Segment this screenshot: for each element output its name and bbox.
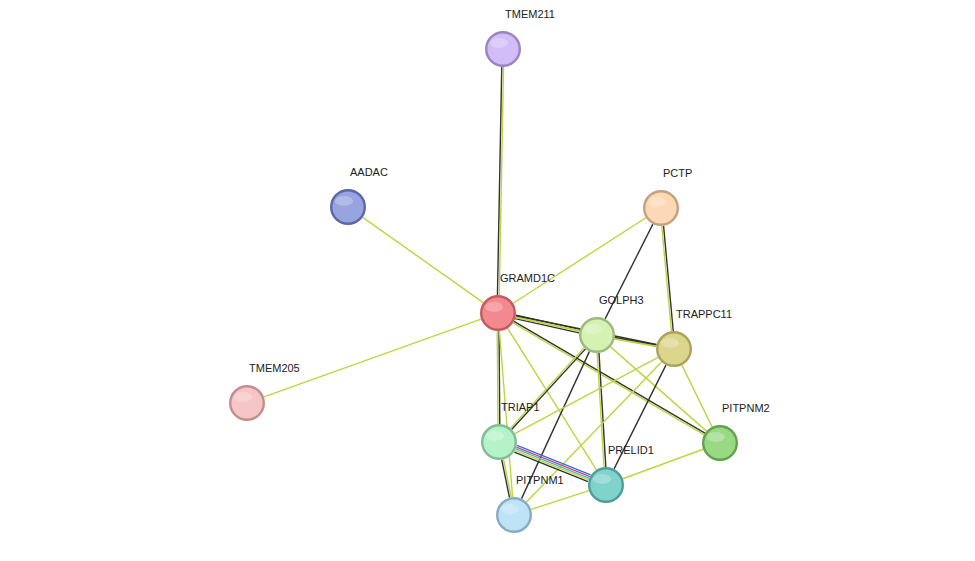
interaction-line (499, 67, 503, 295)
interaction-line (516, 447, 590, 477)
interaction-line (517, 445, 591, 475)
node-circle (229, 385, 265, 421)
node-circle (485, 31, 521, 67)
node-circle (330, 189, 366, 225)
protein-label: PITPNM2 (722, 402, 770, 415)
interaction-line (662, 226, 672, 331)
protein-node: AADAC (330, 189, 366, 225)
protein-label: TRAPPC11 (676, 308, 732, 321)
interaction-line (531, 491, 589, 510)
interaction-line (515, 319, 579, 333)
protein-label: TRIAP1 (501, 401, 540, 414)
protein-label: GOLPH3 (599, 294, 644, 307)
interaction-line (363, 217, 484, 302)
interaction-line (516, 449, 590, 479)
interaction-line (682, 365, 712, 427)
protein-label: GRAMD1C (500, 272, 555, 285)
node-circle (480, 295, 516, 331)
interaction-line (615, 337, 657, 345)
protein-label: PITPNM1 (516, 474, 564, 487)
protein-node: GRAMD1C (480, 295, 516, 331)
protein-node: PCTP (643, 190, 679, 226)
interaction-line (497, 331, 499, 424)
node-circle (481, 424, 517, 460)
node-circle (702, 425, 738, 461)
interaction-line (264, 319, 481, 397)
node-circle (579, 317, 615, 353)
protein-label: TMEM205 (249, 362, 300, 375)
protein-label: TMEM211 (505, 8, 555, 21)
interaction-line (615, 339, 657, 347)
interaction-line (504, 459, 512, 497)
node-circle (588, 467, 624, 503)
protein-label: PCTP (663, 167, 692, 180)
protein-node: GOLPH3 (579, 317, 615, 353)
protein-node: TRIAP1 (481, 424, 517, 460)
protein-node: TMEM211 (485, 31, 521, 67)
interaction-line (512, 349, 586, 429)
interaction-line (611, 347, 707, 431)
protein-label: AADAC (350, 166, 388, 179)
protein-node: PITPNM1 (496, 497, 532, 533)
interaction-line (499, 331, 512, 497)
protein-node: PRELID1 (588, 467, 624, 503)
protein-node: TRAPPC11 (656, 331, 692, 367)
protein-node: TMEM205 (229, 385, 265, 421)
interaction-line (502, 460, 510, 498)
protein-label: PRELID1 (608, 444, 654, 457)
interaction-line (597, 353, 604, 467)
interaction-line (515, 357, 658, 433)
interaction-line (513, 218, 646, 304)
node-circle (496, 497, 532, 533)
node-circle (643, 190, 679, 226)
interaction-line (664, 226, 674, 331)
protein-node: PITPNM2 (702, 425, 738, 461)
node-circle (656, 331, 692, 367)
